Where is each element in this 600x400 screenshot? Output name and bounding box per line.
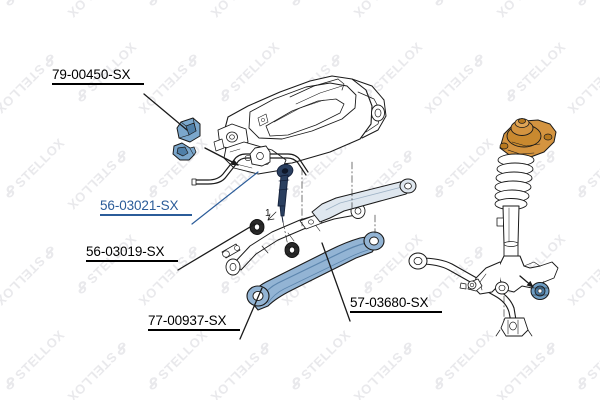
part-number-text: 56-03021-SX <box>100 198 179 213</box>
part-lateral-rod <box>311 178 417 223</box>
part-coil-spring <box>494 153 535 210</box>
part-number-text: 77-00937-SX <box>148 313 227 328</box>
bushing-assembly-arrow <box>519 275 534 288</box>
part-stabilizer-clamp <box>172 142 197 161</box>
leader-56-03021-sx <box>191 171 259 225</box>
label-56-03021-sx[interactable]: 56-03021-SX <box>100 198 192 217</box>
part-track-bar <box>408 252 533 337</box>
part-small-link <box>221 243 241 259</box>
part-number-text: 79-00450-SX <box>52 67 131 82</box>
part-strut-damper <box>496 205 520 257</box>
assembly-arrow <box>204 147 239 166</box>
leader-57-03680-sx <box>321 242 351 322</box>
part-stabilizer-link <box>276 163 294 223</box>
part-knuckle-bushing <box>530 282 550 300</box>
part-number-text: 57-03680-SX <box>350 295 429 310</box>
part-lower-control-arm <box>246 231 385 311</box>
part-stabilizer-bushing <box>176 117 201 143</box>
part-stabilizer-bar <box>191 153 309 186</box>
label-underline <box>148 329 240 331</box>
part-link-bushing <box>249 219 265 235</box>
part-link-bushing-second <box>284 242 300 258</box>
leader-lines <box>143 93 351 340</box>
part-subframe <box>213 75 387 175</box>
label-underline <box>86 260 178 262</box>
label-77-00937-sx[interactable]: 77-00937-SX <box>148 313 240 332</box>
part-number-text: 56-03019-SX <box>86 244 165 259</box>
callout-number: 1 <box>265 208 271 219</box>
label-56-03019-sx[interactable]: 56-03019-SX <box>86 244 178 263</box>
label-underline <box>350 311 442 313</box>
label-57-03680-sx[interactable]: 57-03680-SX <box>350 295 442 314</box>
label-underline <box>52 83 144 85</box>
part-strut-mount <box>499 118 557 159</box>
label-79-00450-sx[interactable]: 79-00450-SX <box>52 67 144 86</box>
leader-56-03019-sx <box>177 223 256 271</box>
leader-79-00450-sx <box>143 93 188 131</box>
leader-77-00937-sx <box>239 287 263 340</box>
label-underline <box>100 214 192 216</box>
